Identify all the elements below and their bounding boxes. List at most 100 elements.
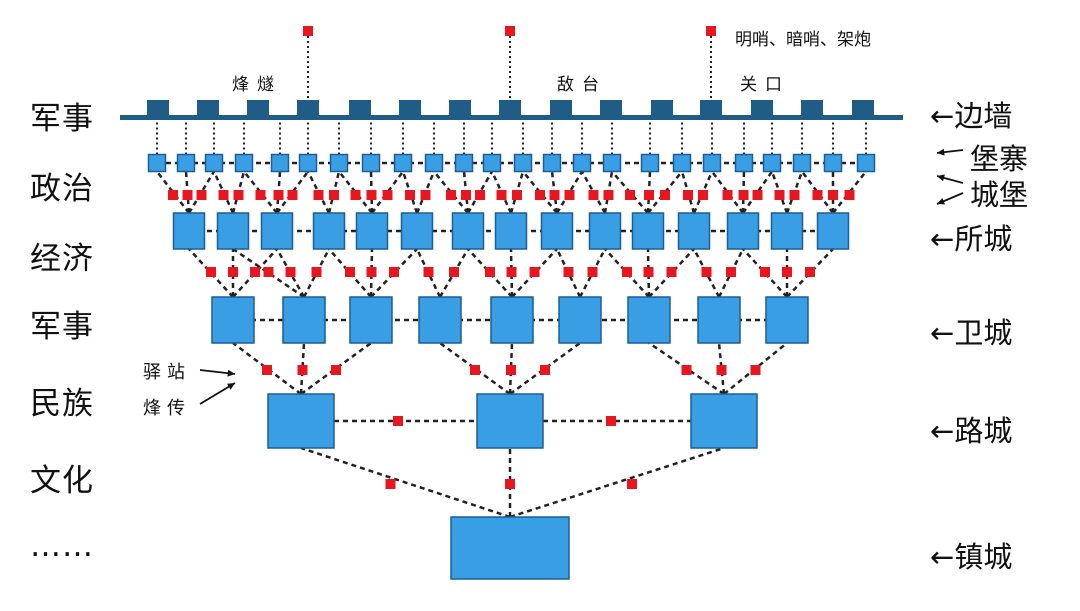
relay-marker (405, 190, 415, 200)
wall-block (751, 100, 773, 115)
wall-block (449, 100, 471, 115)
pass-label: 关口 (740, 75, 790, 95)
relay-marker (789, 190, 800, 200)
left-label-ethnicity: 民族 (30, 386, 94, 422)
relay-marker (182, 190, 193, 200)
relay-marker (350, 190, 361, 200)
fort-box (204, 153, 224, 173)
link-suo-fort (306, 170, 331, 214)
lucheng-box (267, 393, 335, 449)
relay-marker (218, 190, 229, 200)
relay-marker (496, 190, 507, 200)
level-label-suocheng: ←所城 (930, 222, 1013, 256)
relay-marker (233, 190, 244, 200)
weicheng-box (627, 296, 671, 344)
relay-marker (366, 190, 377, 200)
link-suo-fort (187, 170, 216, 214)
relay-marker (506, 267, 517, 277)
fort-box (823, 153, 843, 173)
suocheng-box (216, 212, 250, 250)
relay-marker (587, 267, 598, 277)
link-suo-fort (466, 170, 494, 214)
level-label-weicheng: ←卫城 (930, 316, 1013, 350)
relay-marker (540, 365, 550, 375)
fort-box (298, 153, 318, 173)
wall-block (700, 100, 722, 115)
arrow-head-icon (937, 174, 945, 182)
arrow-left-icon: ← (930, 316, 955, 350)
relay-marker (250, 267, 260, 277)
level-label-castle: 城堡 (970, 178, 1029, 212)
weicheng-box (490, 296, 534, 344)
suocheng-box (494, 212, 528, 250)
fort-box (454, 153, 474, 173)
link-suo-fort (580, 170, 607, 214)
suocheng-box (400, 212, 434, 250)
fort-box (329, 153, 349, 173)
link-lu-wei (300, 341, 372, 396)
wall-block (499, 100, 521, 115)
relay-marker (206, 267, 216, 277)
arrow-left-icon: ← (930, 99, 955, 133)
relay-marker (382, 190, 393, 200)
arrow-head-icon (227, 369, 235, 377)
wall-block (550, 100, 572, 115)
wall-block (247, 100, 269, 115)
relay-marker (760, 267, 770, 277)
relay-marker (228, 267, 238, 277)
relay-marker (297, 365, 308, 375)
relay-marker (644, 190, 654, 200)
relay-markers-layer (168, 26, 855, 489)
relay-marker (273, 190, 284, 200)
relay-marker (774, 190, 785, 200)
relay-marker (385, 479, 396, 489)
link-wei-suo (604, 248, 650, 298)
wall-block (399, 100, 421, 115)
wall-block (349, 100, 371, 115)
relay-marker (812, 190, 823, 200)
weicheng-box (765, 296, 809, 344)
fort-box (424, 153, 444, 173)
left-label-culture: 文化 (30, 463, 94, 499)
left-label-politics: 政治 (30, 171, 94, 207)
weicheng-box (282, 296, 326, 344)
relay-marker (196, 190, 207, 200)
level-label-lucheng: ←路城 (930, 414, 1013, 448)
relay-marker (660, 190, 670, 200)
fort-box (147, 153, 167, 173)
relay-marker (311, 267, 322, 277)
relay-marker (285, 267, 296, 277)
wall-block (600, 100, 622, 115)
relay-marker (389, 267, 399, 277)
relay-marker (461, 190, 471, 200)
level-label-fort: 堡寨 (970, 142, 1029, 176)
suocheng-box (312, 212, 346, 250)
wall-line (120, 115, 903, 120)
fort-box (792, 153, 812, 173)
link-wei-suo (232, 248, 278, 298)
relay-marker (475, 190, 485, 200)
left-label-ellipsis: …… (30, 528, 94, 564)
wall-block (197, 100, 219, 115)
relay-marker (420, 190, 431, 200)
fort-box (270, 153, 290, 173)
fort-box (513, 153, 533, 173)
link-suo-fort (555, 170, 584, 214)
fort-box (361, 153, 381, 173)
left-label-military: 军事 (30, 101, 94, 137)
suocheng-box (355, 212, 389, 250)
lucheng-box (690, 393, 758, 449)
relay-marker (313, 190, 324, 200)
link-zhen-lu (509, 446, 725, 519)
relay-marker (701, 267, 712, 277)
relay-marker (535, 190, 545, 200)
relay-marker (345, 267, 355, 277)
suocheng-box (677, 212, 711, 250)
relay-marker (722, 190, 733, 200)
relay-marker (683, 190, 693, 200)
arrow-left-icon: ← (930, 414, 955, 448)
relay-marker (706, 26, 716, 36)
link-wei-suo (509, 248, 514, 298)
wall-block (801, 100, 823, 115)
